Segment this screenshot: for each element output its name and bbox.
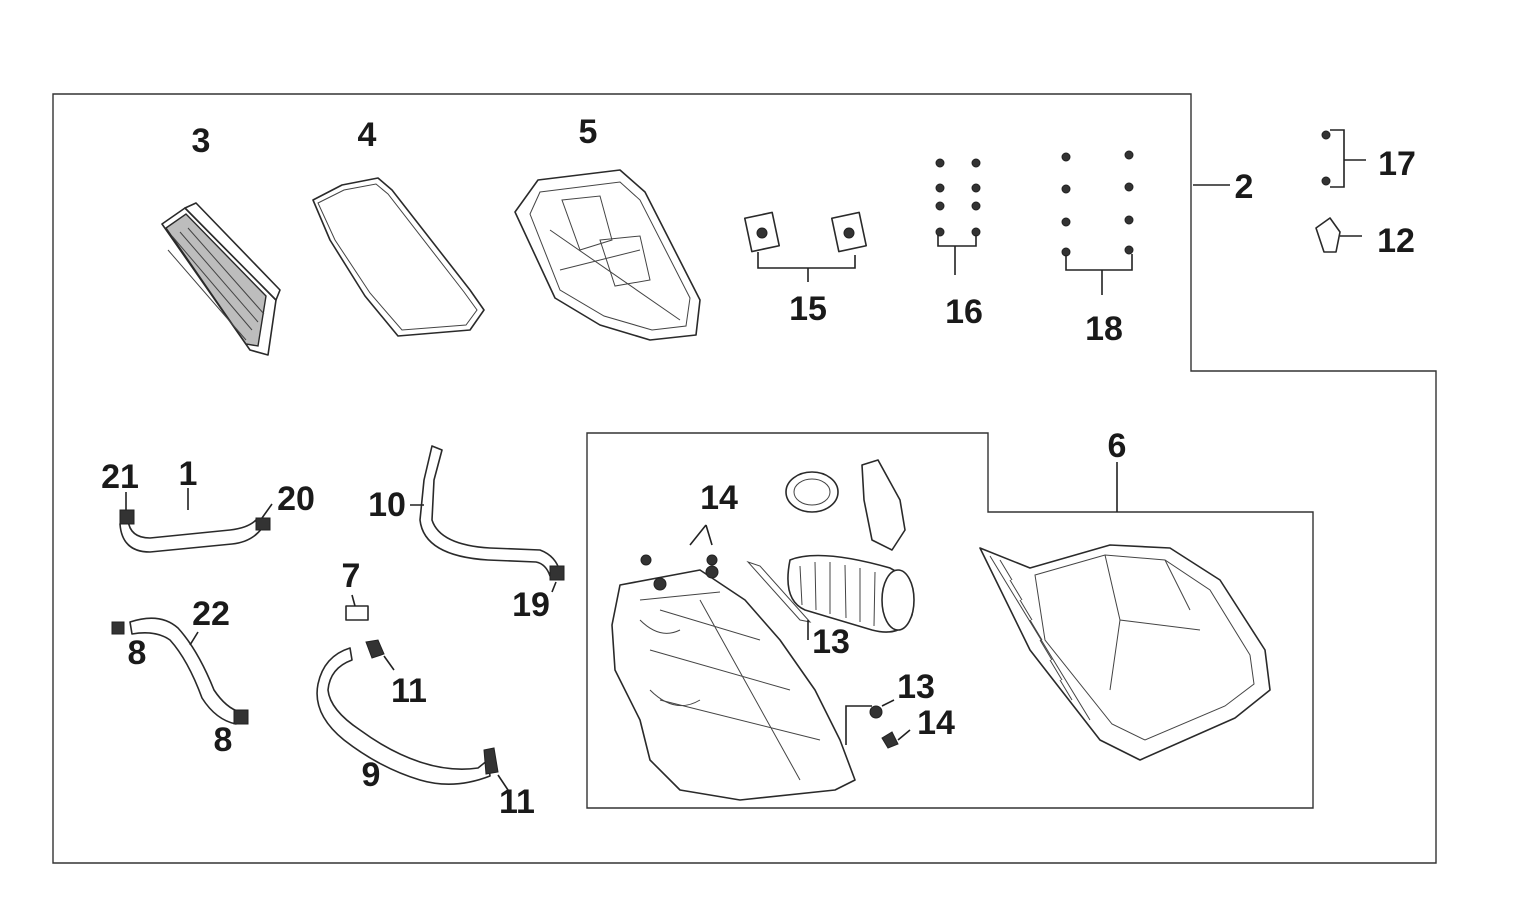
part-17-screws: [1321, 129, 1366, 188]
label-part-7: 7: [342, 557, 361, 595]
label-part-21: 21: [101, 458, 139, 496]
part-airbox-body: [611, 459, 915, 801]
label-part-17: 17: [1378, 145, 1416, 183]
label-part-4: 4: [358, 116, 377, 154]
label-part-10: 10: [368, 486, 406, 524]
label-part-8-bottom: 8: [214, 721, 233, 759]
part-5-airbox-cover: [514, 169, 701, 341]
part-15-clip-nuts: [743, 211, 868, 282]
part-9-hose: [316, 639, 509, 791]
part-10-hose: [410, 445, 565, 593]
label-part-19: 19: [512, 586, 550, 624]
part-1-hose: [119, 488, 273, 553]
label-part-1: 1: [179, 455, 198, 493]
label-part-18: 18: [1085, 310, 1123, 348]
part-22-hose: [111, 617, 249, 725]
label-part-11-top: 11: [391, 672, 427, 710]
label-part-5: 5: [579, 113, 598, 151]
part-16-screws: [935, 158, 981, 275]
label-part-2: 2: [1235, 168, 1254, 206]
part-6-airbox-housing: [979, 462, 1271, 761]
label-part-6: 6: [1108, 427, 1127, 465]
label-part-14-bottom: 14: [917, 704, 955, 742]
label-part-14-top: 14: [700, 479, 738, 517]
label-part-22: 22: [192, 595, 230, 633]
part-12-grommet: [1315, 217, 1362, 253]
subassembly-frame-6: [586, 432, 1314, 809]
label-part-11-bottom: 11: [499, 783, 535, 821]
label-part-13-bottom: 13: [897, 668, 935, 706]
label-part-8-top: 8: [128, 634, 147, 672]
label-part-13-top: 13: [812, 623, 850, 661]
part-7-fitting: [345, 594, 369, 621]
label-part-16: 16: [945, 293, 983, 331]
label-part-3: 3: [192, 122, 211, 160]
label-part-9: 9: [362, 756, 381, 794]
label-part-12: 12: [1377, 222, 1415, 260]
part-18-screws: [1061, 150, 1134, 295]
part-3-air-filter: [161, 202, 281, 356]
label-part-15: 15: [789, 290, 827, 328]
part-4-gasket: [312, 177, 485, 337]
label-part-20: 20: [277, 480, 315, 518]
assembly-frame-2: [52, 93, 1437, 864]
